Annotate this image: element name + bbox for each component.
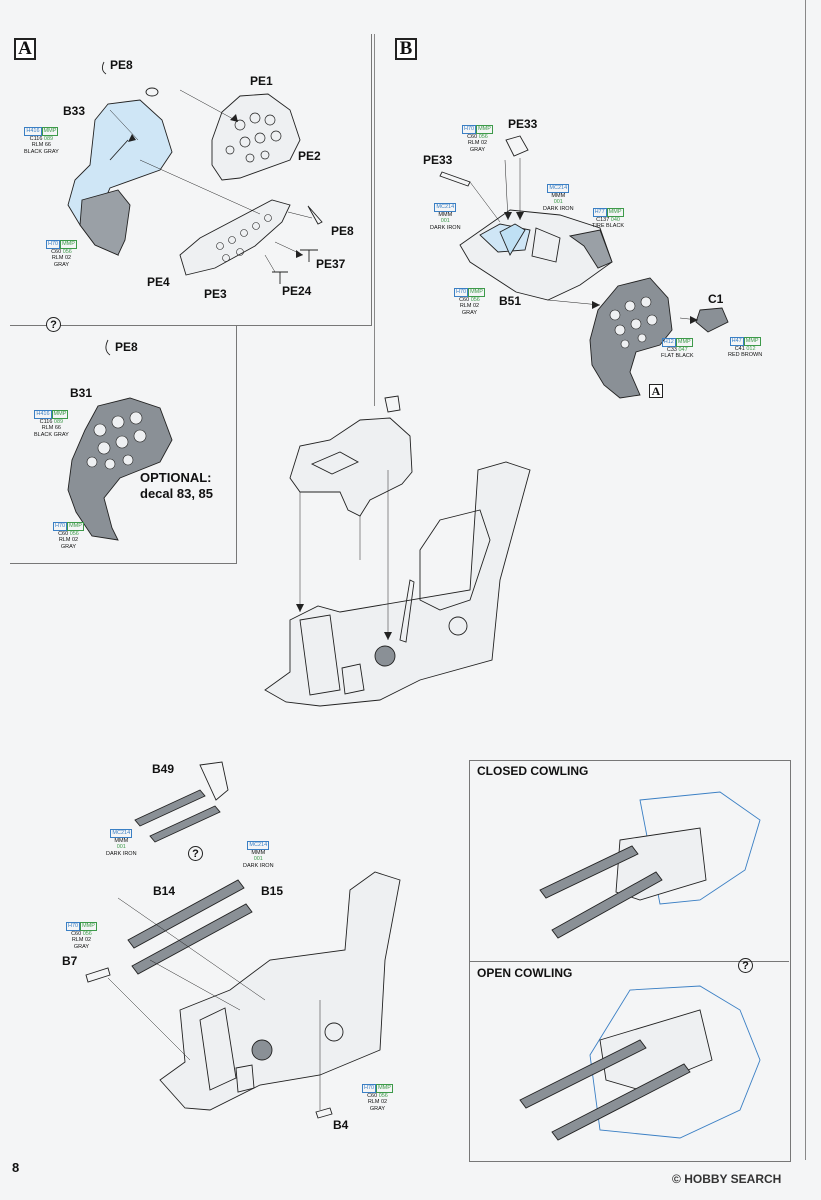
part-pe1: PE1	[250, 74, 273, 88]
part-pe24: PE24	[282, 284, 312, 298]
part-pe33: PE33	[508, 117, 538, 131]
part-b7: B7	[62, 954, 78, 968]
open-cowling-guns	[519, 1039, 691, 1141]
part-pe8: PE8	[331, 224, 354, 238]
copyright-icon: ©	[672, 1172, 681, 1186]
part-pe4: PE4	[147, 275, 170, 289]
b14-b15-guns	[127, 879, 253, 975]
part-pe3: PE3	[204, 287, 227, 301]
part-pe2: PE2	[298, 149, 321, 163]
part-b51: B51	[499, 294, 522, 308]
step-a-reference-badge: A	[649, 384, 663, 398]
part-b49: B49	[152, 762, 175, 776]
b49-guns	[134, 789, 221, 843]
step-a-frame	[10, 34, 372, 326]
part-b33: B33	[63, 104, 86, 118]
page-right-border	[805, 0, 806, 1160]
hobby-search-watermark: © HOBBY SEARCH	[672, 1172, 781, 1186]
part-c1: C1	[708, 292, 724, 306]
pe4-pe3-strip	[179, 199, 291, 276]
cockpit-tub	[264, 461, 531, 707]
part-pe33: PE33	[423, 153, 453, 167]
part-b4: B4	[333, 1118, 349, 1132]
part-b31: B31	[70, 386, 93, 400]
question-mark-icon: ?	[46, 317, 61, 332]
optional-note: OPTIONAL: decal 83, 85	[140, 470, 213, 501]
step-a-badge: A	[14, 38, 36, 60]
b33-lower-leg	[79, 189, 131, 256]
pe1-panel	[211, 93, 301, 181]
open-cowling-body	[589, 985, 761, 1139]
part-b14: B14	[153, 884, 176, 898]
closed-cowling-guns	[539, 845, 663, 939]
watermark-text: HOBBY SEARCH	[684, 1172, 782, 1186]
question-mark-icon: ?	[738, 958, 753, 973]
step-b-divider	[374, 34, 375, 406]
paint-callout-dark-iron: MC214 MMM 001 DARK IRON	[106, 829, 137, 857]
part-pe8: PE8	[110, 58, 133, 72]
part-pe37: PE37	[316, 257, 346, 271]
step-a-subassembly	[589, 277, 673, 399]
optional-frame	[10, 325, 237, 564]
closed-cowling-title: CLOSED COWLING	[477, 764, 589, 778]
closed-cowling-nose	[639, 791, 761, 905]
open-cowling-title: OPEN COWLING	[477, 966, 573, 980]
b31-instrument-panel	[67, 397, 173, 541]
cowling-divider	[469, 961, 789, 962]
question-mark-icon: ?	[188, 846, 203, 861]
step-b-badge: B	[395, 38, 417, 60]
panel-subassembly	[289, 417, 413, 517]
paint-callout-dark-iron: MC214 MMM 001 DARK IRON	[243, 841, 274, 869]
paint-callout-dark-iron: MC214 MMM 001 DARK IRON	[543, 184, 574, 212]
part-pe8: PE8	[115, 340, 138, 354]
lower-cockpit-tub	[159, 871, 401, 1111]
part-b15: B15	[261, 884, 284, 898]
paint-callout-dark-iron: MC214 MMM 001 DARK IRON	[430, 203, 461, 231]
page-number: 8	[12, 1160, 20, 1175]
